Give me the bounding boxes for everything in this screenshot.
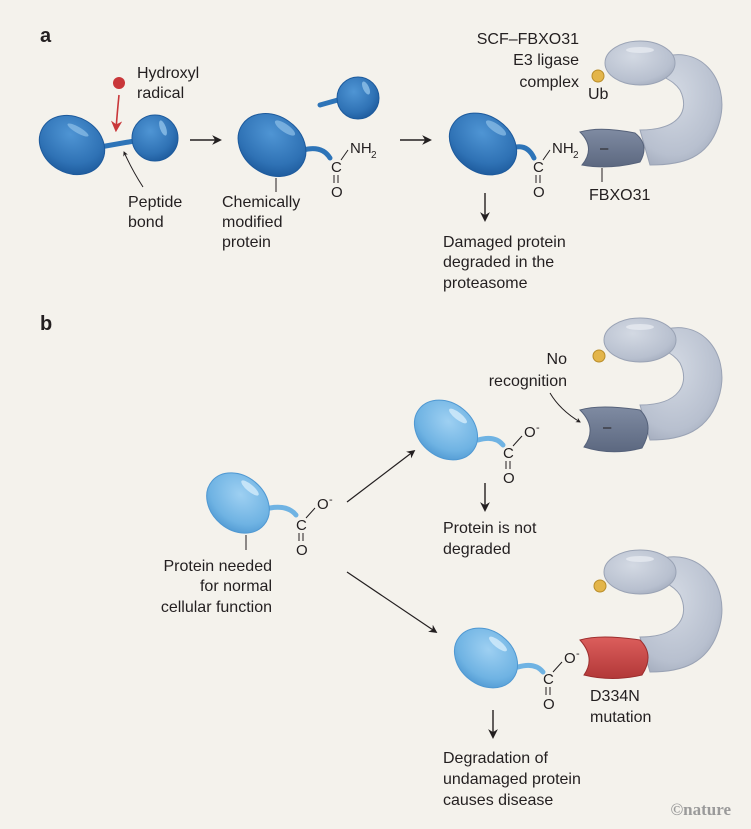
svg-text:O: O [317, 496, 329, 513]
ub-label: Ub [588, 86, 609, 103]
peptide-bond-pointer [123, 151, 144, 188]
svg-text:C: C [543, 671, 554, 688]
hydroxyl-label-line2: radical [137, 85, 184, 102]
peptide-label-line1: Peptide [128, 194, 182, 211]
nature-credit: ©nature [670, 800, 731, 819]
normal-protein-icon [206, 472, 299, 534]
undamaged-protein-icon [453, 627, 546, 689]
mutant-fbxo31-icon [579, 636, 649, 679]
fbxo31-label: FBXO31 [589, 187, 650, 204]
svg-text:C: C [503, 445, 514, 462]
svg-text:O: O [503, 470, 515, 487]
mutation-label-line2: mutation [590, 709, 651, 726]
no-recognition-line1: No [547, 351, 568, 368]
svg-text:2: 2 [371, 150, 377, 161]
intact-protein-icon [38, 114, 179, 176]
unrecognized-protein-icon [413, 399, 506, 461]
carboxylate-group-3: C O - O [543, 648, 580, 713]
disease-line2: undamaged protein [443, 771, 581, 788]
scf-fbxo31-mutant-complex [579, 549, 723, 679]
svg-text:O: O [331, 184, 343, 201]
branch-arrow-up [346, 449, 416, 503]
svg-text:C: C [331, 159, 342, 176]
complex-label-line1: SCF–FBXO31 [477, 31, 579, 48]
svg-text:C: C [533, 159, 544, 176]
svg-text:–: – [603, 419, 612, 436]
svg-text:C: C [296, 517, 307, 534]
svg-text:–: – [600, 140, 609, 157]
panel-b-label: b [40, 313, 52, 335]
svg-text:-: - [536, 422, 540, 434]
panel-a-label: a [40, 25, 52, 47]
svg-text:NH: NH [350, 140, 372, 157]
hydroxyl-radical-icon [113, 77, 125, 89]
protein-label-line2: for normal [200, 578, 272, 595]
svg-text:O: O [564, 650, 576, 667]
complex-label-line3: complex [519, 74, 579, 91]
carboxylate-group-2: C O - O [503, 422, 540, 487]
hydroxyl-label-line1: Hydroxyl [137, 65, 199, 82]
protein-label-line1: Protein needed [163, 558, 272, 575]
no-recognition-line2: recognition [489, 373, 567, 390]
outcome-a-line1: Damaged protein [443, 234, 566, 251]
svg-text:-: - [576, 648, 580, 660]
peptide-label-line2: bond [128, 214, 164, 231]
modified-label-line2: modified [222, 214, 282, 231]
branch-arrow-down [346, 571, 438, 633]
svg-text:-: - [329, 494, 333, 506]
svg-text:O: O [533, 184, 545, 201]
radical-attack-arrow [111, 94, 123, 133]
modified-protein-icon [237, 113, 333, 177]
amide-group-2: C NH 2 O [533, 140, 579, 201]
svg-text:O: O [543, 696, 555, 713]
disease-line1: Degradation of [443, 750, 549, 767]
modified-label-line1: Chemically [222, 194, 300, 211]
ubiquitin-icon [592, 349, 606, 363]
cleaved-fragment-icon [317, 76, 380, 120]
svg-text:NH: NH [552, 140, 574, 157]
damaged-protein-icon [448, 112, 537, 176]
not-degraded-line2: degraded [443, 541, 511, 558]
outcome-a-line2: degraded in the [443, 254, 554, 271]
not-degraded-line1: Protein is not [443, 520, 537, 537]
fbxo31-icon [579, 128, 645, 168]
disease-line3: causes disease [443, 792, 553, 809]
scf-fbxo31-complex-b1: – [579, 317, 723, 453]
mutation-label-line1: D334N [590, 688, 640, 705]
svg-text:O: O [296, 542, 308, 559]
protein-label-line3: cellular function [161, 599, 272, 616]
scf-fbxo31-complex-a: – [579, 40, 723, 168]
outcome-a-line3: proteasome [443, 275, 528, 292]
ubiquitin-icon [593, 579, 607, 593]
carboxylate-group-1: C O - O [296, 494, 333, 559]
ubiquitin-icon [591, 69, 605, 83]
modified-label-line3: protein [222, 234, 271, 251]
svg-text:O: O [524, 424, 536, 441]
amide-group-1: C NH 2 O [331, 140, 377, 201]
svg-text:2: 2 [573, 150, 579, 161]
fbxo31-icon [579, 406, 649, 453]
no-recognition-pointer [549, 392, 581, 423]
complex-label-line2: E3 ligase [513, 52, 579, 69]
